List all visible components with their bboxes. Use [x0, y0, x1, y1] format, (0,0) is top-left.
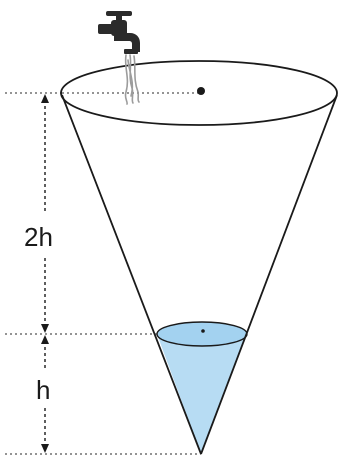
faucet-wall-pipe [98, 24, 113, 34]
upper-height-label: 2h [24, 222, 53, 252]
arrowhead-bottom [41, 444, 49, 453]
faucet-nozzle [124, 49, 138, 54]
guide-lines [5, 92, 201, 455]
rim-center-dot [197, 87, 205, 95]
faucet-handle-bar [106, 11, 132, 16]
cone-right-side [200, 94, 338, 455]
arrowhead-water-up [41, 324, 49, 333]
water-surface-center-dot [201, 329, 205, 333]
cone-outline [60, 60, 338, 455]
faucet-handle-stem [116, 14, 122, 22]
arrowheads [41, 94, 49, 453]
cone-left-side [61, 94, 202, 455]
water-surface [156, 321, 248, 347]
faucet-body [111, 20, 127, 36]
arrowhead-water-down [41, 335, 49, 344]
water-body [157, 334, 246, 454]
cone-rim [60, 60, 338, 126]
faucet-icon [98, 11, 140, 54]
arrowhead-top [41, 94, 49, 103]
water-stream-icon [124, 54, 140, 105]
lower-height-label: h [36, 375, 50, 405]
faucet-spout [114, 33, 140, 52]
